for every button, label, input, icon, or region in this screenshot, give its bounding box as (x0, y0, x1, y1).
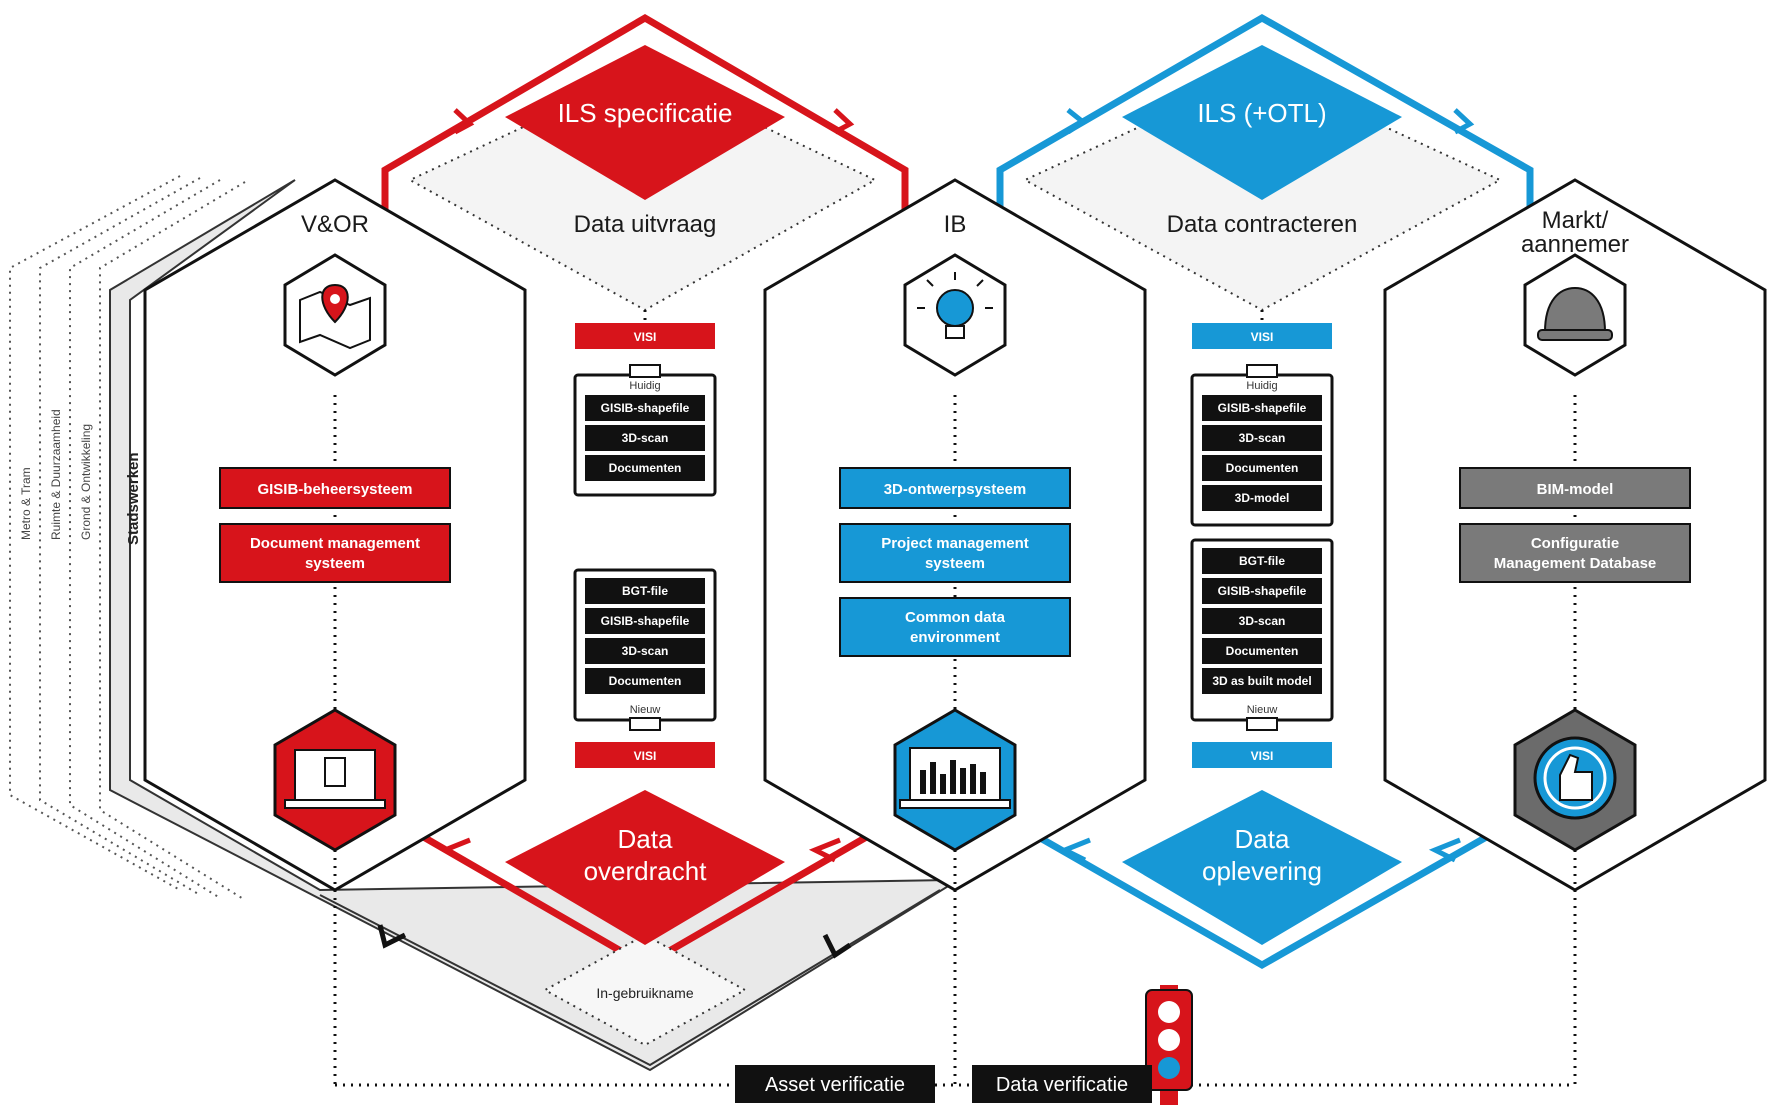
label-in-gebruikname: In-gebruikname (596, 985, 693, 1001)
stack-item: GISIB-shapefile (1218, 584, 1307, 598)
system-box-label: 3D-ontwerpsysteem (884, 481, 1027, 498)
label-stadswerken: Stadswerken (125, 452, 142, 545)
blue-loop-top (996, 13, 1534, 240)
label-data-contracteren: Data contracteren (1167, 211, 1358, 238)
stack-caption: Huidig (629, 380, 660, 392)
stack-caption: Huidig (1246, 380, 1277, 392)
red-loop-top (381, 13, 909, 240)
overdracht-line2: overdracht (584, 856, 708, 886)
system-box-label: systeem (305, 555, 365, 572)
label-grond: Grond & Ontwikkeling (79, 424, 93, 540)
stack-item: 3D-model (1235, 491, 1290, 505)
stack-item: 3D-scan (1239, 431, 1286, 445)
stack-item: Documenten (609, 674, 682, 688)
label-data-verificatie: Data verificatie (996, 1074, 1128, 1096)
stack-caption: Nieuw (630, 704, 661, 716)
label-ruimte: Ruimte & Duurzaamheid (49, 409, 63, 540)
ils-otl-diamond: ILS (+OTL) (1122, 45, 1402, 200)
stack-item: 3D-scan (622, 644, 669, 658)
system-box: Common data environment (839, 597, 1071, 657)
stack-item: 3D-scan (1239, 614, 1286, 628)
visi-label: VISI (1251, 749, 1274, 763)
label-metro-tram: Metro & Tram (19, 467, 33, 540)
asset-verificatie-badge (735, 1065, 935, 1103)
label-asset-verificatie: Asset verificatie (765, 1074, 905, 1096)
data-overdracht-diamond: Data overdracht (505, 790, 785, 945)
ils-specificatie-diamond: ILS specificatie (505, 45, 785, 200)
laptop-chart-icon (893, 708, 1017, 852)
svg-text:Data: Data (1235, 824, 1290, 854)
stack-item: 3D as built model (1212, 674, 1311, 688)
svg-text:ILS (+OTL): ILS (+OTL) (1197, 98, 1326, 128)
svg-text:oplevering: oplevering (1202, 856, 1322, 886)
visi-label: VISI (1251, 330, 1274, 344)
system-box-label: Project management (881, 535, 1029, 552)
system-box-label: environment (910, 629, 1000, 646)
data-stacks: VISIHuidigGISIB-shapefile3D-scanDocument… (573, 323, 1334, 768)
system-box-label: BIM-model (1537, 481, 1614, 498)
return-arrow-left (377, 924, 407, 949)
lightbulb-icon (903, 253, 1007, 377)
system-box: GISIB-beheersysteem (219, 467, 451, 509)
hard-hat-icon (1523, 253, 1627, 377)
visi-bar: VISI (575, 323, 715, 349)
map-pin-icon (283, 253, 387, 377)
in-gebruikname-zone (542, 933, 748, 1047)
traffic-light-icon (1145, 985, 1193, 1105)
system-box-label: Configuratie (1531, 535, 1619, 552)
laptop-document-icon (273, 708, 397, 852)
data-oplevering-diamond: Data oplevering (1122, 790, 1402, 945)
visi-bar: VISI (1192, 742, 1332, 768)
svg-text:Data: Data (618, 824, 673, 854)
stack-item: 3D-scan (622, 431, 669, 445)
stack-item: BGT-file (1239, 554, 1285, 568)
title-vor: V&OR (301, 211, 369, 238)
system-box: Document management systeem (219, 523, 451, 583)
visi-bar: VISI (575, 742, 715, 768)
visi-label: VISI (634, 330, 657, 344)
visi-label: VISI (634, 749, 657, 763)
thumbs-up-icon (1513, 708, 1637, 852)
stack-item: GISIB-shapefile (601, 401, 690, 415)
title-ib: IB (944, 211, 967, 238)
system-box-label: Management Database (1494, 555, 1657, 572)
label-data-uitvraag: Data uitvraag (574, 211, 717, 238)
department-layers (9, 175, 246, 901)
system-box: BIM-model (1459, 467, 1691, 509)
system-box-label: systeem (925, 555, 985, 572)
system-box-label: Common data (905, 609, 1006, 626)
svg-text:ILS specificatie: ILS specificatie (558, 98, 733, 128)
stack-item: Documenten (1226, 461, 1299, 475)
blue-loop-bottom (1033, 831, 1492, 970)
title-markt-line1: Markt/ (1542, 207, 1609, 234)
data-verificatie-badge (972, 1065, 1152, 1103)
system-box: Project management systeem (839, 523, 1071, 583)
return-arrow-right (822, 933, 852, 959)
system-box-label: GISIB-beheersysteem (257, 481, 412, 498)
stack-item: Documenten (609, 461, 682, 475)
stack-item: GISIB-shapefile (601, 614, 690, 628)
stack-item: GISIB-shapefile (1218, 401, 1307, 415)
stack-caption: Nieuw (1247, 704, 1278, 716)
system-box: 3D-ontwerpsysteem (839, 467, 1071, 509)
system-box-label: Document management (250, 535, 420, 552)
stack-item: BGT-file (622, 584, 668, 598)
visi-bar: VISI (1192, 323, 1332, 349)
stack-item: Documenten (1226, 644, 1299, 658)
